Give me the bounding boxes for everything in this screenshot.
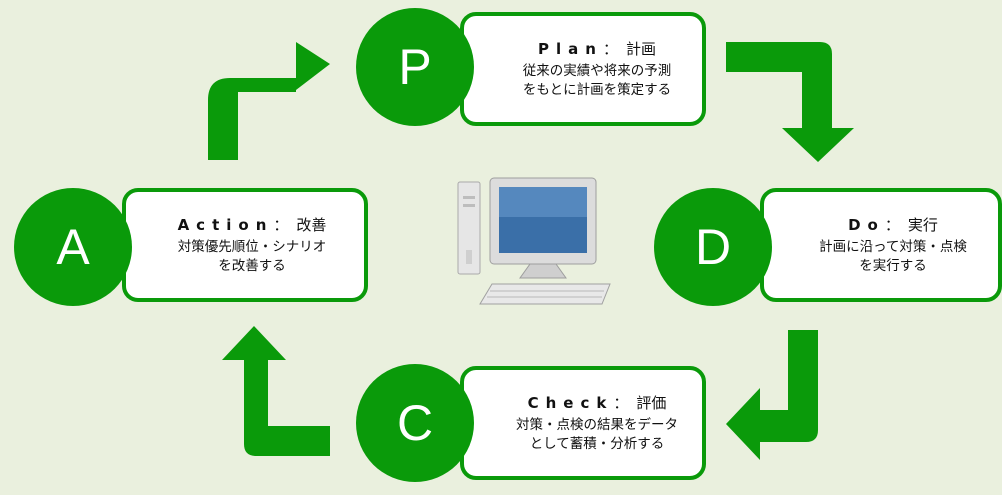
plan-box: Plan：計画 従来の実績や将来の予測 をもとに計画を策定する bbox=[460, 12, 706, 126]
action-line-1: 対策優先順位・シナリオ bbox=[177, 239, 327, 255]
action-title: Action：改善 bbox=[177, 216, 327, 234]
check-circle: C bbox=[356, 364, 474, 482]
plan-title: Plan：計画 bbox=[538, 40, 656, 58]
check-line-2: として蓄積・分析する bbox=[529, 436, 665, 452]
action-box: Action：改善 対策優先順位・シナリオ を改善する bbox=[122, 188, 368, 302]
do-title: Do：実行 bbox=[848, 216, 938, 234]
plan-circle: P bbox=[356, 8, 474, 126]
check-title-ja: 評価 bbox=[636, 394, 667, 412]
do-line-1: 計画に沿って対策・点検 bbox=[819, 239, 967, 255]
do-circle: D bbox=[654, 188, 772, 306]
check-line-1: 対策・点検の結果をデータ bbox=[516, 417, 678, 433]
plan-line-1: 従来の実績や将来の予測 bbox=[522, 63, 672, 79]
do-title-ja: 実行 bbox=[907, 216, 938, 234]
check-title-en: Check bbox=[527, 394, 614, 412]
action-title-ja: 改善 bbox=[296, 216, 327, 234]
arrow-plan-to-do bbox=[726, 42, 854, 162]
action-line-2: を改善する bbox=[218, 258, 286, 274]
check-title: Check：評価 bbox=[527, 394, 667, 412]
do-box: Do：実行 計画に沿って対策・点検 を実行する bbox=[760, 188, 1002, 302]
arrow-do-to-check bbox=[726, 330, 818, 460]
do-title-en: Do bbox=[848, 216, 885, 234]
arrow-check-to-action bbox=[222, 326, 330, 456]
arrow-action-to-plan bbox=[208, 42, 330, 160]
desktop-computer-icon bbox=[457, 177, 611, 305]
do-line-2: を実行する bbox=[859, 258, 927, 274]
plan-line-2: をもとに計画を策定する bbox=[522, 82, 672, 98]
plan-title-en: Plan bbox=[538, 40, 603, 58]
action-circle: A bbox=[14, 188, 132, 306]
action-title-en: Action bbox=[177, 216, 274, 234]
plan-title-ja: 計画 bbox=[625, 40, 656, 58]
check-box: Check：評価 対策・点検の結果をデータ として蓄積・分析する bbox=[460, 366, 706, 480]
